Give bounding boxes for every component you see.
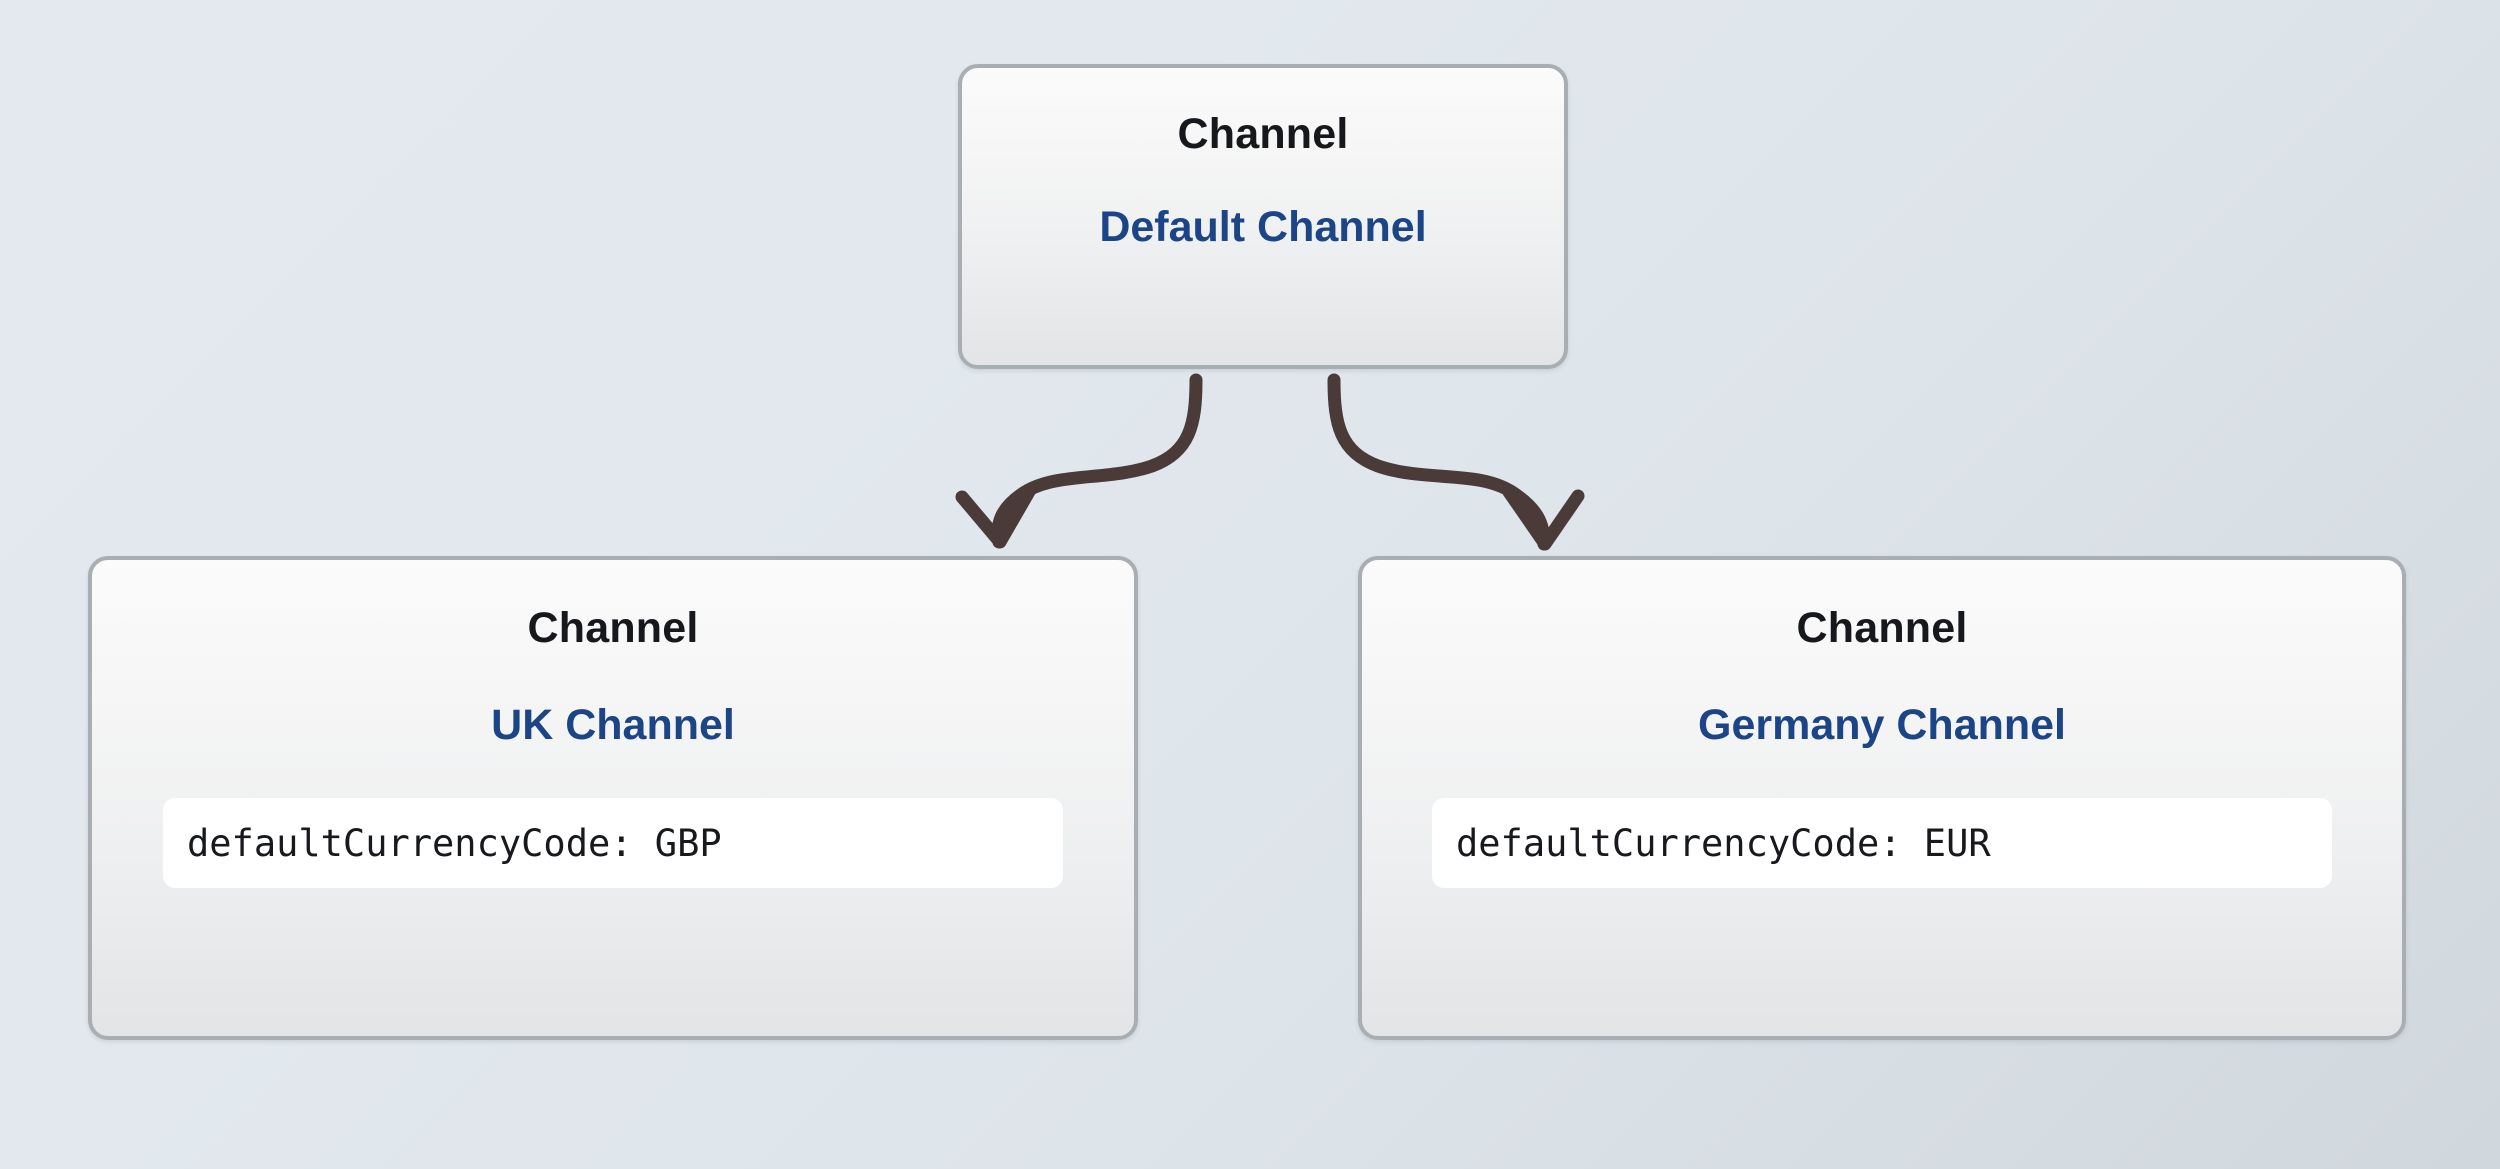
node-type-label: Channel: [1177, 110, 1349, 158]
node-name-label: Default Channel: [1099, 203, 1427, 251]
edge-root-to-uk: [955, 373, 1203, 549]
node-type-label: Channel: [1796, 604, 1968, 652]
node-type-label: Channel: [527, 604, 699, 652]
property-chip-default-currency-code: defaultCurrencyCode: GBP: [163, 798, 1063, 888]
node-name-label: UK Channel: [491, 701, 735, 749]
node-uk-channel[interactable]: Channel UK Channel defaultCurrencyCode: …: [88, 556, 1138, 1040]
property-chip-default-currency-code: defaultCurrencyCode: EUR: [1432, 798, 2332, 888]
edge-root-to-germany: [1327, 373, 1585, 551]
node-germany-channel[interactable]: Channel Germany Channel defaultCurrencyC…: [1358, 556, 2406, 1040]
node-name-label: Germany Channel: [1698, 701, 2066, 749]
node-default-channel[interactable]: Channel Default Channel: [958, 64, 1568, 369]
